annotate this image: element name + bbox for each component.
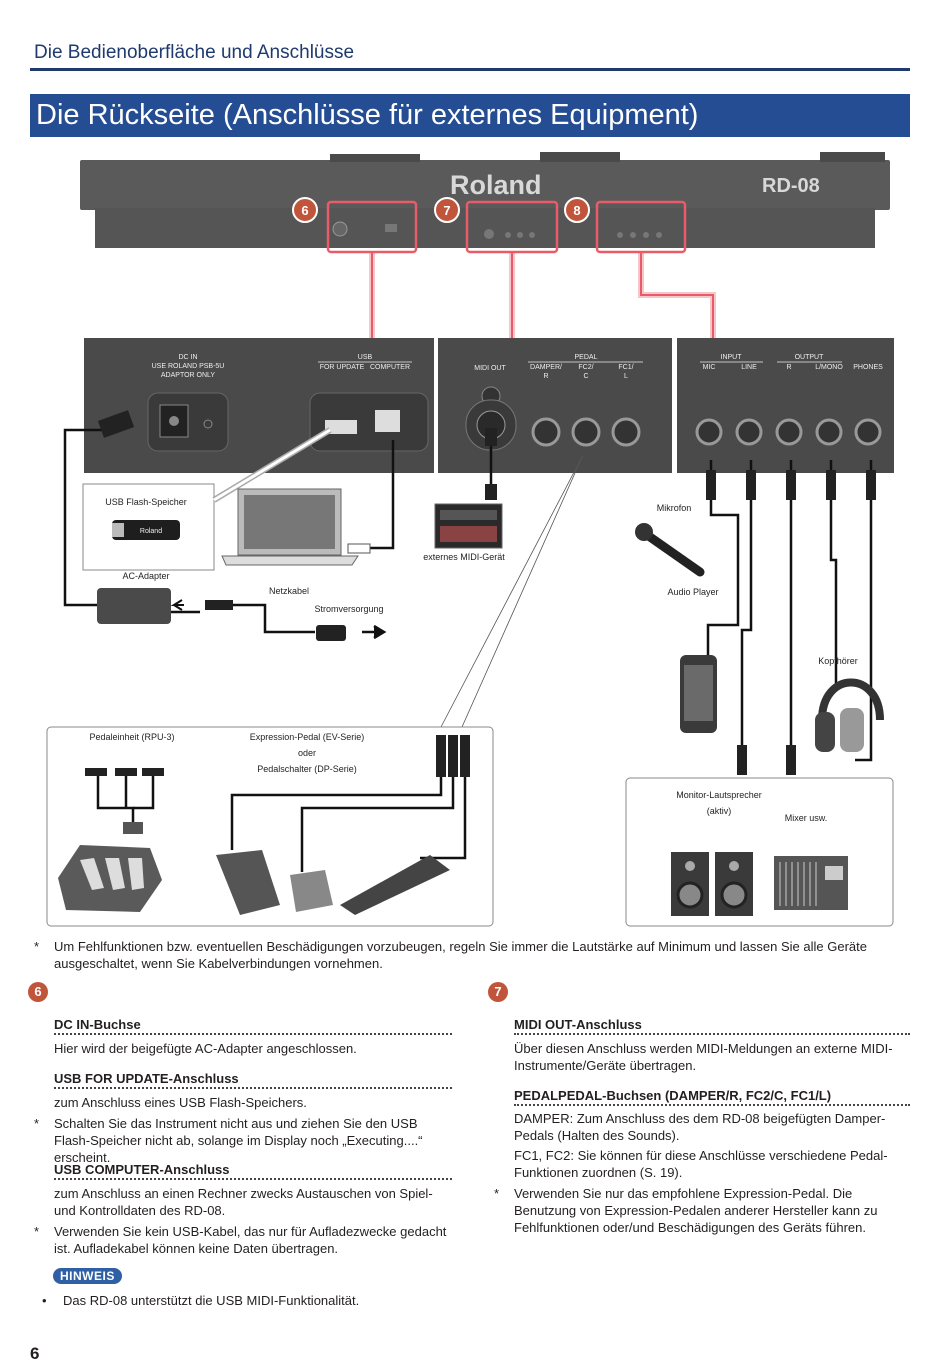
stromversorgung-label: Stromversorgung (314, 604, 383, 614)
pedal-text-damper: DAMPER: Zum Anschluss des dem RD-08 beig… (514, 1111, 886, 1143)
audio-player-label: Audio Player (667, 587, 718, 597)
page-number: 6 (30, 1344, 40, 1363)
midi-device-label: externes MIDI-Gerät (423, 552, 505, 562)
dotted-rule (54, 1178, 452, 1180)
audio-cables (706, 460, 873, 762)
svg-text:Pedaleinheit (RPU-3): Pedaleinheit (RPU-3) (89, 732, 174, 742)
svg-text:Monitor-Lautsprecher: Monitor-Lautsprecher (676, 790, 762, 800)
callout-6: 6 (292, 197, 318, 223)
model-logo: RD-08 (762, 175, 820, 197)
dc-in-title: DC IN-Buchse (54, 1017, 141, 1032)
pedal-box: Pedaleinheit (RPU-3) Expression-Pedal (E… (46, 726, 494, 927)
svg-text:8: 8 (573, 203, 580, 218)
usb-computer-text: zum Anschluss an einen Rechner zwecks Au… (54, 1186, 433, 1218)
svg-text:ADAPTOR ONLY: ADAPTOR ONLY (161, 372, 216, 379)
speaker-box: Monitor-Lautsprecher (aktiv) Mixer usw. (625, 777, 894, 927)
svg-text:PHONES: PHONES (853, 364, 883, 371)
usb-flash-box: USB Flash-Speicher Roland (82, 427, 332, 571)
section-header: Die Bedienoberfläche und Anschlüsse (34, 42, 355, 63)
ac-adapter-label: AC-Adapter (122, 571, 169, 581)
brand-logo: Roland (450, 170, 542, 200)
dc-in-text: Hier wird der beigefügte AC-Adapter ange… (54, 1041, 357, 1056)
svg-text:MIDI OUT: MIDI OUT (474, 365, 506, 372)
svg-text:FC1/: FC1/ (618, 364, 633, 371)
kopfhoerer-label: Kopfhörer (818, 656, 858, 666)
svg-text:USE ROLAND PSB-5U: USE ROLAND PSB-5U (152, 363, 225, 370)
svg-text:Roland: Roland (140, 528, 162, 535)
microphone (635, 523, 705, 577)
callout-7: 7 (434, 197, 460, 223)
midi-out-text: Über diesen Anschluss werden MIDI-Meldun… (514, 1041, 893, 1073)
midi-device (434, 428, 503, 549)
dotted-rule (54, 1087, 452, 1089)
svg-text:OUTPUT: OUTPUT (795, 354, 825, 361)
svg-text:MIC: MIC (703, 364, 716, 371)
svg-text:R: R (543, 373, 548, 380)
netzkabel-label: Netzkabel (269, 586, 309, 596)
section-number-6: 6 (28, 982, 48, 1002)
dotted-rule (514, 1033, 910, 1035)
bullet-icon: • (42, 1293, 47, 1308)
ac-adapter (97, 588, 387, 641)
svg-text:oder: oder (298, 748, 316, 758)
note-star: * (494, 1186, 500, 1201)
audio-player (680, 655, 717, 733)
svg-text:USB: USB (358, 354, 373, 361)
svg-text:7: 7 (443, 203, 450, 218)
midi-out-title: MIDI OUT-Anschluss (514, 1017, 642, 1032)
panel-midi-pedal: MIDI OUT PEDAL DAMPER/ R FC2/ C FC1/ L (438, 338, 672, 473)
warning-text: Um Fehlfunktionen bzw. eventuellen Besch… (54, 939, 867, 971)
svg-text:Expression-Pedal (EV-Serie): Expression-Pedal (EV-Serie) (250, 732, 365, 742)
warning-star: * (34, 939, 40, 954)
section-number-7: 7 (488, 982, 508, 1002)
svg-text:USB Flash-Speicher: USB Flash-Speicher (105, 497, 187, 507)
jack-plugs (706, 470, 876, 775)
dotted-rule (54, 1033, 452, 1035)
pedal-note: Verwenden Sie nur das empfohlene Express… (514, 1186, 878, 1235)
svg-text:COMPUTER: COMPUTER (370, 364, 410, 371)
svg-text:FC2/: FC2/ (578, 364, 593, 371)
svg-text:Pedalschalter (DP-Serie): Pedalschalter (DP-Serie) (257, 764, 357, 774)
svg-text:6: 6 (301, 203, 308, 218)
usb-update-title: USB FOR UPDATE-Anschluss (54, 1071, 239, 1086)
note-star: * (34, 1116, 40, 1131)
svg-text:R: R (786, 364, 791, 371)
header-rule (30, 68, 910, 71)
connection-diagram: Roland RD-08 6 7 8 DC IN USE ROLAND PSB-… (46, 152, 894, 927)
svg-text:INPUT: INPUT (721, 354, 743, 361)
callout-8: 8 (564, 197, 590, 223)
note-star: * (34, 1224, 40, 1239)
keyboard-rear: Roland RD-08 (80, 152, 890, 338)
usb-update-text: zum Anschluss eines USB Flash-Speichers. (54, 1095, 307, 1110)
title-bar (30, 94, 910, 137)
pedal-title: PEDALPEDAL-Buchsen (DAMPER/R, FC2/C, FC1… (514, 1088, 832, 1103)
usb-computer-title: USB COMPUTER-Anschluss (54, 1162, 230, 1177)
hinweis-text: Das RD-08 unterstützt die USB MIDI-Funkt… (63, 1293, 360, 1308)
headphones (815, 678, 884, 752)
usb-computer-note: Verwenden Sie kein USB-Kabel, das nur fü… (54, 1224, 447, 1256)
svg-text:PEDAL: PEDAL (575, 354, 598, 361)
svg-text:C: C (583, 373, 588, 380)
panel-audio-io: INPUT OUTPUT MIC LINE R L/MONO PHONES (677, 338, 894, 473)
usb-update-note: Schalten Sie das Instrument nicht aus un… (54, 1116, 423, 1165)
mikrofon-label: Mikrofon (657, 503, 692, 513)
svg-text:DAMPER/: DAMPER/ (530, 364, 562, 371)
hinweis-badge: HINWEIS (53, 1268, 122, 1284)
power-usb-cables (63, 428, 395, 634)
page-title: Die Rückseite (Anschlüsse für externes E… (36, 99, 699, 131)
laptop-computer (221, 488, 371, 566)
svg-text:(aktiv): (aktiv) (707, 806, 732, 816)
svg-text:Mixer usw.: Mixer usw. (785, 813, 828, 823)
svg-text:DC IN: DC IN (178, 354, 197, 361)
svg-text:LINE: LINE (741, 364, 757, 371)
svg-text:L/MONO: L/MONO (815, 364, 843, 371)
dotted-rule (514, 1104, 910, 1106)
svg-text:FOR UPDATE: FOR UPDATE (320, 364, 365, 371)
panel-power-usb: DC IN USE ROLAND PSB-5U ADAPTOR ONLY USB… (84, 338, 434, 473)
pedal-text-fc: FC1, FC2: Sie können für diese Anschlüss… (514, 1148, 888, 1180)
svg-text:L: L (624, 373, 628, 380)
